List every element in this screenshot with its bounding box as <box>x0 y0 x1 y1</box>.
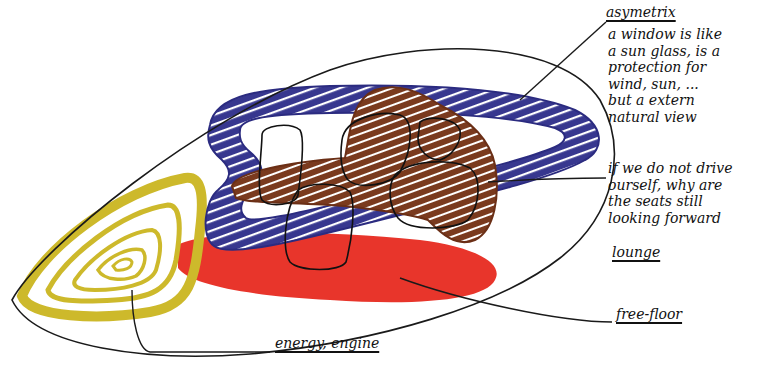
seats-note: if we do not drive ourself, why are the … <box>608 160 733 226</box>
window-band <box>206 86 599 250</box>
engine-label: energy, engine <box>275 335 425 352</box>
lounge-label: lounge <box>612 244 712 261</box>
leader-lines <box>132 22 612 352</box>
note-heading: asymetrix <box>606 4 726 21</box>
window-note: a window is like a sun glass, is a prote… <box>608 26 726 125</box>
lounge-seats <box>232 87 497 242</box>
floor-label: free-floor <box>616 306 726 323</box>
car-outline <box>12 49 614 356</box>
seat-outlines <box>259 114 478 270</box>
